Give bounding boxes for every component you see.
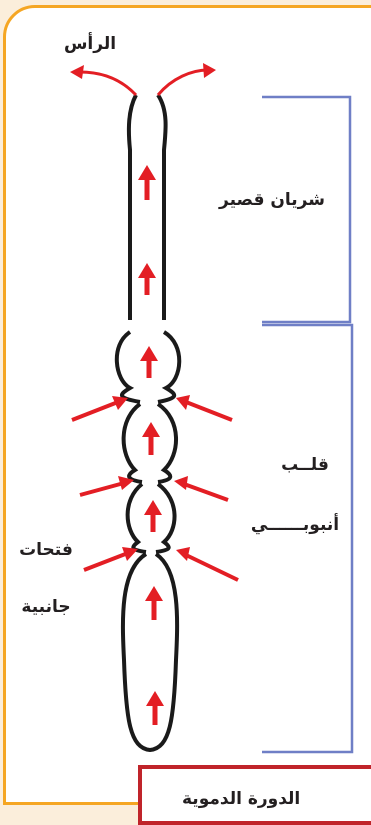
- head-arrow-left: [79, 70, 138, 97]
- short-artery-label: شريان قصير: [219, 190, 325, 210]
- internal-flow-arrows: [138, 165, 164, 725]
- insect-heart-diagram: [70, 63, 354, 754]
- heart-chamber-2: [121, 402, 178, 484]
- side-openings-label-line1: فتحات: [19, 540, 73, 560]
- head-arrowhead-right: [203, 63, 216, 78]
- side-openings-label-line2: جانبية: [21, 597, 71, 617]
- bottom-caption-text: الدورة الدموية: [182, 789, 301, 809]
- artery-bracket: [262, 95, 352, 324]
- side-inflow-arrows: [71, 395, 239, 582]
- artery-right-wall: [156, 93, 168, 320]
- heart-bracket: [262, 323, 354, 754]
- tubular-heart-label-line1: قلــب: [281, 455, 329, 475]
- head-label: الرأس: [63, 34, 117, 54]
- artery-left-wall: [126, 94, 138, 320]
- heart-chamber-4: [120, 552, 180, 753]
- head-arrowhead-left: [70, 65, 84, 79]
- bottom-caption-box: الدورة الدموية: [138, 765, 371, 825]
- tubular-heart-label-line2: أنبوبــــــي: [250, 515, 340, 535]
- head-arrow-right: [156, 68, 209, 96]
